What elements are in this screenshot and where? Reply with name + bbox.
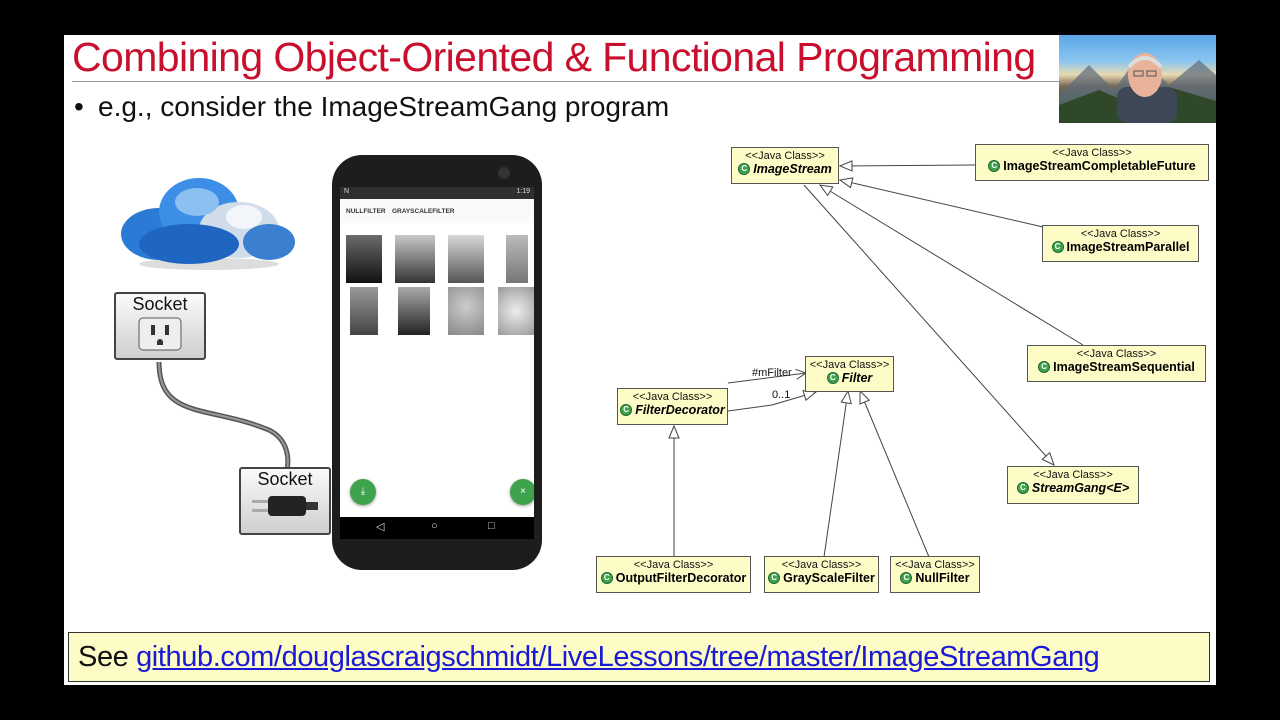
uml-connectors <box>64 35 1084 558</box>
camera-dot <box>498 167 510 179</box>
close-icon: × <box>520 486 526 497</box>
power-cable <box>156 361 291 471</box>
presenter-image <box>1059 53 1216 123</box>
socket-label-bottom: Socket <box>257 469 313 489</box>
filter-tabs: NULLFILTER GRAYSCALEFILTER <box>340 199 534 223</box>
uml-stereotype: <<Java Class>> <box>809 359 890 371</box>
home-icon[interactable]: ○ <box>431 520 438 532</box>
uml-class-name: OutputFilterDecorator <box>615 571 747 585</box>
uml-stereotype: <<Java Class>> <box>1033 469 1113 481</box>
slide: Combining Object-Oriented & Functional P… <box>64 35 1216 685</box>
kitten-thumb[interactable] <box>498 287 534 335</box>
download-icon: ⤓ <box>360 486 366 497</box>
status-time: 1:19 <box>516 188 530 195</box>
image-thumb[interactable] <box>398 287 430 335</box>
image-thumb[interactable] <box>506 235 528 283</box>
uml-class-name: ImageStreamSequential <box>1053 360 1195 374</box>
uml-class-name: Filter <box>841 371 873 385</box>
socket-plug: Socket <box>239 467 331 535</box>
image-thumb[interactable] <box>448 235 484 283</box>
uml-stereotype: <<Java Class>> <box>1080 228 1161 240</box>
class-icon: C <box>768 572 781 584</box>
class-icon: C <box>826 372 839 384</box>
back-icon[interactable]: ◁ <box>376 521 385 533</box>
uml-class-name: NullFilter <box>915 571 970 585</box>
notification-icon: N <box>344 188 350 195</box>
image-thumb[interactable] <box>350 287 378 335</box>
uml-stereotype: <<Java Class>> <box>632 391 713 403</box>
uml-stereotype: <<Java Class>> <box>895 559 975 571</box>
class-icon: C <box>1038 361 1051 373</box>
tab-grayscalefilter[interactable]: GRAYSCALEFILTER <box>392 208 455 215</box>
plug-icon <box>252 496 318 516</box>
phone-screen: N 1:19 NULLFILTER GRAYSCALEFILTER ⤓ × <box>340 187 534 517</box>
class-icon: C <box>1051 241 1064 253</box>
class-icon: C <box>1016 482 1029 494</box>
socket-wall: Socket <box>114 292 206 360</box>
uml-stereotype: <<Java Class>> <box>745 150 825 162</box>
socket-label-top: Socket <box>132 294 188 314</box>
title-divider <box>72 81 1062 82</box>
phone-mockup: N 1:19 NULLFILTER GRAYSCALEFILTER ⤓ × ◁ … <box>332 155 542 570</box>
footer-prefix: See <box>78 641 129 673</box>
image-thumb[interactable] <box>395 235 435 283</box>
presenter-webcam <box>1059 35 1216 123</box>
assoc-multiplicity-label: 0..1 <box>772 389 791 401</box>
recents-icon[interactable]: □ <box>488 520 495 532</box>
bullet-text: e.g., consider the ImageStreamGang progr… <box>98 91 670 122</box>
download-button[interactable]: ⤓ <box>350 479 376 505</box>
uml-stereotype: <<Java Class>> <box>781 559 862 571</box>
uml-class-name: GrayScaleFilter <box>783 571 875 585</box>
bullet-dot: • <box>74 91 84 122</box>
class-icon: C <box>900 572 913 584</box>
class-icon: C <box>988 160 1001 172</box>
uml-stereotype: <<Java Class>> <box>633 559 714 571</box>
uml-class-name: ImageStreamParallel <box>1066 240 1190 254</box>
footer-banner: See github.com/douglascraigschmidt/LiveL… <box>68 632 1210 682</box>
uml-class-name: StreamGang<E> <box>1031 481 1130 495</box>
assoc-role-label: #mFilter <box>752 367 792 379</box>
bullet-item: • e.g., consider the ImageStreamGang prog… <box>74 91 669 123</box>
nav-bar: ◁ ○ □ <box>340 517 534 539</box>
cloud-icon <box>121 178 295 270</box>
uml-class-name: FilterDecorator <box>635 403 725 417</box>
uml-class-name: ImageStream <box>753 162 832 176</box>
uml-class-name: ImageStreamCompletableFuture <box>1003 159 1196 173</box>
clear-button[interactable]: × <box>510 479 534 505</box>
status-bar: N 1:19 <box>340 187 534 199</box>
slide-title: Combining Object-Oriented & Functional P… <box>72 35 1036 80</box>
tab-nullfilter[interactable]: NULLFILTER <box>346 208 386 215</box>
outlet-icon <box>138 317 182 351</box>
class-icon: C <box>620 404 633 416</box>
image-thumb[interactable] <box>346 235 382 283</box>
uml-stereotype: <<Java Class>> <box>1076 348 1157 360</box>
github-link[interactable]: github.com/douglascraigschmidt/LiveLesso… <box>136 641 1100 673</box>
uml-stereotype: <<Java Class>> <box>1052 147 1132 159</box>
class-icon: C <box>600 572 613 584</box>
android-thumb[interactable] <box>448 287 484 335</box>
class-icon: C <box>738 163 751 175</box>
